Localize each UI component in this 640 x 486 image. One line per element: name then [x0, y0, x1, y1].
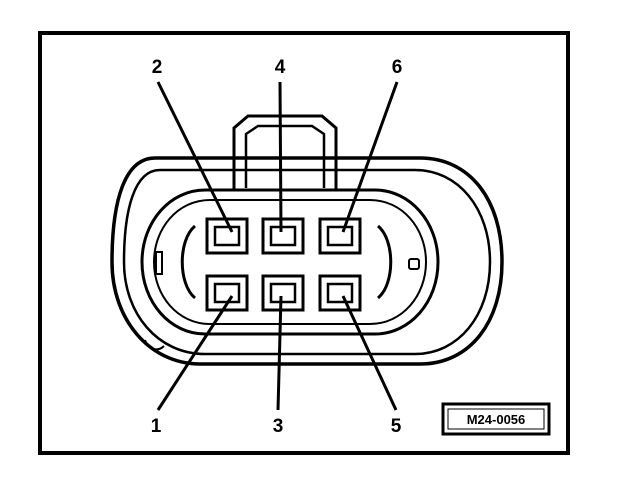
pin-terminal-body-4 [261, 217, 305, 255]
locking-tab-inner [244, 124, 326, 188]
coding-rib-left [180, 224, 197, 300]
pin-terminal-body-6 [318, 217, 362, 255]
leader-line-6 [341, 81, 399, 233]
leader-line-1 [156, 295, 234, 411]
connector-housing [110, 114, 504, 366]
locking-tab [232, 114, 338, 190]
pin-terminal-contact-3 [269, 282, 297, 304]
pin-terminal-4 [261, 217, 305, 255]
pin-terminal-6 [318, 217, 362, 255]
leader-lines [156, 81, 399, 411]
pin-label-3: 3 [273, 416, 284, 437]
housing-corner-mark [144, 339, 165, 351]
pin-terminal-contact-2 [213, 225, 241, 247]
side-slot-left [155, 251, 163, 275]
pin-terminal-5 [318, 274, 362, 312]
side-notch-right [408, 258, 420, 270]
leader-line-2 [156, 81, 234, 233]
housing-outer [110, 156, 504, 366]
pin-terminal-body-5 [318, 274, 362, 312]
pin-terminals [205, 217, 362, 312]
pin-label-5: 5 [391, 416, 402, 437]
pin-terminal-3 [261, 274, 305, 312]
pin-label-1: 1 [151, 416, 162, 437]
reference-code-box: M24-0056 [441, 402, 551, 436]
pin-terminal-2 [205, 217, 249, 255]
housing-rim [122, 168, 492, 356]
pin-cavity [140, 188, 440, 336]
diagram-frame [38, 31, 570, 455]
coding-rib-right [376, 224, 393, 300]
leader-line-5 [341, 295, 398, 411]
pin-terminal-body-3 [261, 274, 305, 312]
leader-line-3 [276, 295, 283, 411]
pin-terminal-contact-6 [326, 225, 354, 247]
reference-code-inner-border [447, 408, 545, 430]
pin-label-2: 2 [152, 57, 163, 78]
pin-cavity-inner [152, 199, 428, 325]
pin-label-6: 6 [392, 57, 403, 78]
reference-code: M24-0056 [467, 412, 526, 427]
pin-terminal-contact-4 [269, 225, 297, 247]
leader-line-4 [278, 81, 283, 233]
pin-terminal-body-2 [205, 217, 249, 255]
pin-label-4: 4 [275, 57, 286, 78]
pin-terminal-contact-5 [326, 282, 354, 304]
pin-labels: 1 2 3 4 5 6 [151, 57, 403, 437]
